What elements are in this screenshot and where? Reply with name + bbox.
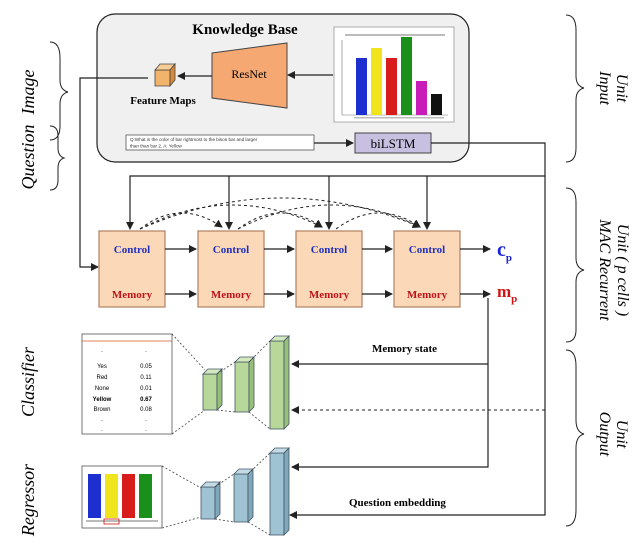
thumb-bar-red — [386, 58, 397, 115]
cls-row-2-label: Red — [96, 375, 107, 381]
reg-bar-red — [122, 474, 135, 518]
memory-state-label: Memory state — [372, 343, 437, 355]
reg-bar-yellow — [105, 474, 118, 518]
cls-row-0-label: . — [101, 348, 103, 354]
thumb-bar-blue — [356, 58, 367, 115]
mac-cell-1: Control Memory — [98, 230, 166, 308]
cls-row-6-label: . — [101, 417, 103, 423]
label-output-unit-1: Output — [596, 412, 613, 457]
bilstm-label: biLSTM — [371, 136, 416, 151]
cls-row-3-label: None — [95, 386, 110, 392]
resnet-label: ResNet — [231, 67, 267, 81]
cell-3-control: Control — [311, 244, 347, 256]
brace-mac-unit — [565, 187, 585, 343]
feature-maps-label: Feature Maps — [130, 95, 196, 107]
cls-row-6-value: . — [145, 417, 147, 423]
cls-row-7-value: . — [145, 427, 147, 433]
label-image: Image — [18, 69, 38, 115]
cls-row-5-value: 0.08 — [140, 407, 152, 413]
question-embedding-label: Question embedding — [349, 497, 446, 509]
regressor-network — [200, 447, 290, 536]
label-output-unit-2: Unit — [613, 420, 630, 449]
cell-2-memory: Memory — [211, 289, 252, 301]
label-input-unit-2: Unit — [613, 74, 630, 103]
reg-bar-green — [139, 474, 152, 518]
dashed-arcs — [139, 197, 421, 230]
brace-output-unit — [565, 349, 585, 527]
cell-1-control: Control — [114, 244, 150, 256]
cls-row-1-value: 0.05 — [140, 364, 152, 370]
output-m: mp — [497, 282, 517, 305]
classifier-network — [202, 335, 290, 430]
cell-2-control: Control — [213, 244, 249, 256]
cls-row-4-value: 0.67 — [140, 397, 152, 403]
cell-1-memory: Memory — [112, 289, 153, 301]
cell-3-memory: Memory — [309, 289, 350, 301]
cls-row-0-value: . — [145, 348, 147, 354]
thumb-bar-green — [401, 37, 412, 115]
mac-cell-4: Control Memory — [393, 230, 461, 308]
brace-input-unit — [565, 14, 585, 163]
label-classifier: Classifier — [18, 346, 38, 417]
thumb-bar-magenta — [416, 81, 427, 115]
resnet-block — [211, 42, 288, 109]
classifier-table: . . Yes 0.05 Red 0.11 None 0.01 Yellow 0… — [81, 333, 173, 435]
cell-4-control: Control — [409, 244, 445, 256]
mac-cell-2: Control Memory — [197, 230, 265, 308]
reg-bar-blue — [88, 474, 101, 518]
output-c: cp — [497, 239, 512, 264]
question-text-line2: than than bar 2. A: Yellow — [130, 144, 183, 149]
cell-4-memory: Memory — [407, 289, 448, 301]
mac-cell-3: Control Memory — [295, 230, 363, 308]
regressor-chart — [81, 465, 163, 529]
cls-row-2-value: 0.11 — [140, 375, 152, 381]
label-mac-unit-2: Unit ( p cells ) — [614, 224, 631, 316]
brace-image — [49, 41, 69, 141]
label-input-unit-1: Input — [596, 70, 613, 105]
thumb-bar-black — [431, 94, 442, 115]
label-regressor: Regressor — [18, 463, 38, 537]
cls-row-3-value: 0.01 — [140, 386, 152, 392]
knowledge-base-title: Knowledge Base — [192, 22, 298, 38]
brace-question — [49, 125, 66, 191]
question-text-line1: Q:What is the color of bar rightmost to … — [130, 137, 258, 142]
chart-thumbnail — [333, 26, 455, 123]
cls-row-7-label: . — [101, 427, 103, 433]
cls-row-1-label: Yes — [97, 364, 107, 370]
label-question: Question — [18, 125, 38, 190]
cls-row-4-label: Yellow — [93, 397, 112, 403]
label-mac-unit-1: MAC Recurrent — [596, 218, 613, 321]
cls-row-5-label: Brown — [93, 407, 110, 413]
feature-maps-cube — [154, 62, 176, 88]
thumb-bar-yellow — [371, 48, 382, 115]
